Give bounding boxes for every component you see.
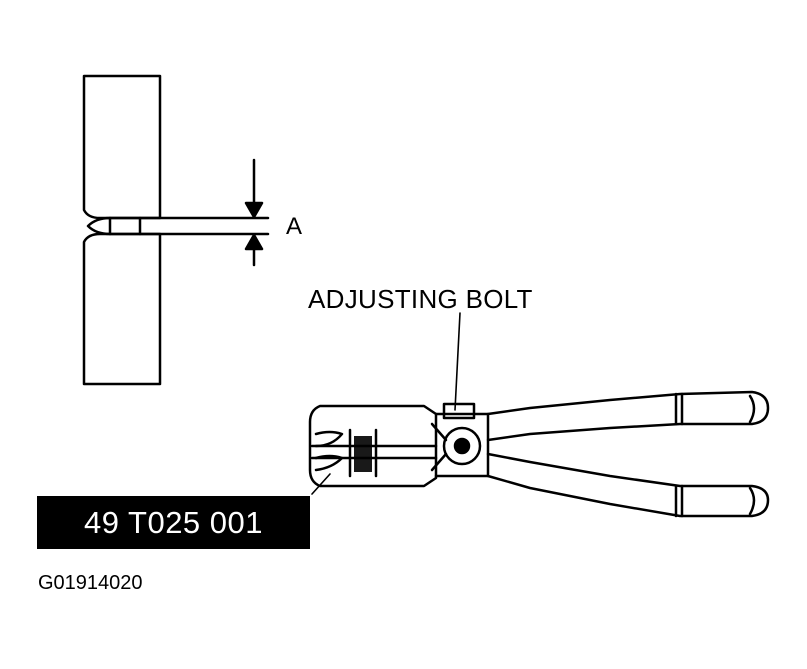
upper-handle <box>486 390 770 442</box>
upper-jaw <box>82 74 162 220</box>
jaw-detail <box>82 74 270 386</box>
adjusting-bolt-label: ADJUSTING BOLT <box>308 284 533 314</box>
wire <box>138 216 270 236</box>
lower-handle <box>486 452 770 518</box>
tool-number-box: 49 T025 001 <box>37 496 310 549</box>
tool-number-text: 49 T025 001 <box>83 504 264 540</box>
dimension-a-label: A <box>286 213 303 240</box>
pliers-head <box>308 404 438 488</box>
figure-id: G01914020 <box>38 572 143 594</box>
lower-jaw <box>82 232 162 386</box>
adjusting-bolt-leader <box>454 312 461 411</box>
dimension-a-arrows <box>244 158 264 267</box>
tool-number-leader <box>311 473 331 495</box>
crimped-terminal <box>86 216 142 236</box>
crimping-pliers <box>308 390 770 518</box>
